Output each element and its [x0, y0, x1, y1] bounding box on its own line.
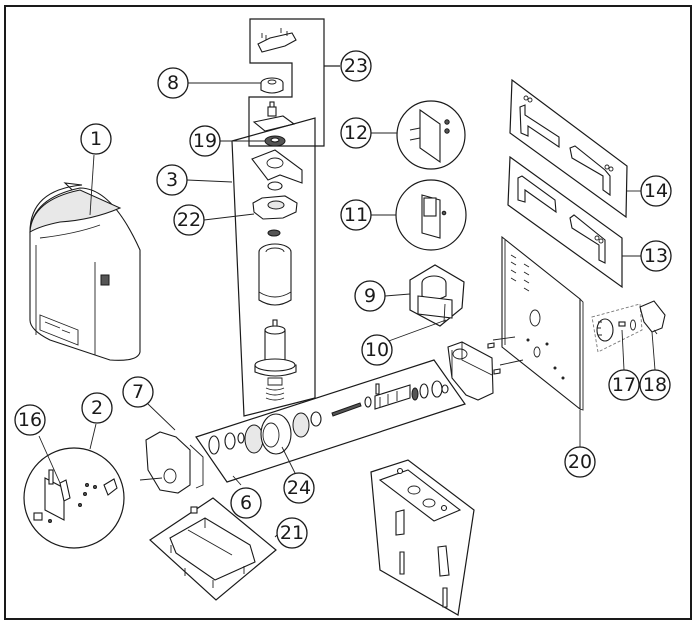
svg-text:7: 7	[132, 381, 144, 403]
release-bracket-part	[139, 431, 204, 494]
callout-12: 12	[340, 117, 372, 149]
svg-text:3: 3	[166, 169, 178, 191]
callout-16: 16	[14, 404, 46, 436]
callout-14: 14	[640, 175, 672, 207]
svg-text:10: 10	[365, 339, 389, 361]
lower-rail-brackets-part	[507, 155, 623, 289]
svg-text:21: 21	[280, 522, 304, 544]
callout-1: 1	[80, 123, 112, 155]
cover-part	[29, 182, 141, 361]
svg-text:19: 19	[193, 130, 217, 152]
limit-switch-part	[23, 447, 125, 549]
pinion-gear-kit-part	[591, 303, 643, 353]
callout-22: 22	[173, 204, 205, 236]
bracket-kit-outline	[248, 18, 340, 147]
callout-13: 13	[640, 240, 672, 272]
terminal-board-part	[396, 100, 466, 170]
svg-text:16: 16	[18, 409, 42, 431]
callout-20: 20	[564, 446, 596, 478]
callout-23: 23	[340, 50, 372, 82]
svg-text:9: 9	[364, 285, 376, 307]
base-plate-part	[487, 235, 584, 411]
callout-18: 18	[639, 369, 671, 401]
callout-6: 6	[230, 487, 262, 519]
svg-text:14: 14	[644, 180, 668, 202]
svg-text:8: 8	[167, 72, 179, 94]
callout-21: 21	[276, 517, 308, 549]
relay-part	[395, 179, 467, 251]
leader-lines	[38, 82, 656, 538]
callout-9: 9	[354, 280, 386, 312]
upper-rail-brackets-part	[509, 78, 628, 219]
foundation-bracket-part	[370, 459, 475, 616]
callout-10: 10	[361, 334, 393, 366]
callout-8: 8	[157, 67, 189, 99]
svg-text:20: 20	[568, 451, 592, 473]
svg-text:11: 11	[344, 204, 368, 226]
capacitor-part	[409, 264, 465, 327]
svg-text:23: 23	[344, 55, 368, 77]
callout-19: 19	[189, 125, 221, 157]
svg-text:6: 6	[240, 492, 252, 514]
mounting-base-part	[149, 497, 277, 601]
svg-text:12: 12	[344, 122, 368, 144]
gear-shaft-assembly-part	[195, 359, 466, 483]
callout-7: 7	[122, 376, 154, 408]
callout-11: 11	[340, 199, 372, 231]
svg-text:17: 17	[612, 374, 636, 396]
callout-17: 17	[608, 369, 640, 401]
svg-text:22: 22	[177, 209, 201, 231]
callout-3: 3	[156, 164, 188, 196]
callout-24: 24	[283, 472, 315, 504]
svg-text:2: 2	[91, 397, 103, 419]
svg-text:18: 18	[643, 374, 667, 396]
release-handle-part	[639, 300, 666, 335]
gearbox-housing-part	[447, 341, 494, 401]
callout-2: 2	[81, 392, 113, 424]
svg-text:13: 13	[644, 245, 668, 267]
svg-text:24: 24	[287, 477, 311, 499]
motor-assembly-outline	[231, 117, 316, 417]
svg-text:1: 1	[90, 128, 102, 150]
